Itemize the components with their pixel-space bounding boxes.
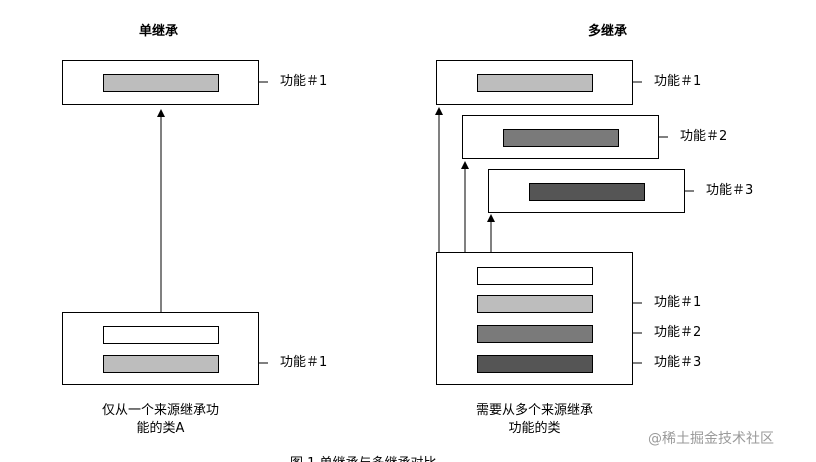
multi-child-label-3: 功能＃3 bbox=[654, 355, 702, 370]
single-inheritance-title: 单继承 bbox=[139, 24, 179, 39]
inherited-feature-3-bar bbox=[477, 355, 593, 373]
multi-child-label-2: 功能＃2 bbox=[654, 325, 702, 340]
watermark: @稀土掘金技术社区 bbox=[648, 431, 774, 447]
multi-child-class-box bbox=[436, 252, 633, 385]
multi-child-label-1: 功能＃1 bbox=[654, 295, 702, 310]
multi-caption: 需要从多个来源继承 功能的类 bbox=[475, 403, 593, 436]
multi-parent-1-box bbox=[436, 60, 633, 105]
feature-3-bar bbox=[529, 183, 645, 201]
inherited-feature-1-bar bbox=[103, 355, 219, 373]
single-parent-class-box bbox=[62, 60, 259, 105]
multi-parent-3-box bbox=[488, 169, 685, 213]
own-feature-bar bbox=[103, 326, 219, 344]
figure-caption: 图 1 单继承与多继承对比 bbox=[290, 452, 437, 462]
multi-parent-2-box bbox=[462, 115, 659, 159]
own-feature-bar bbox=[477, 267, 593, 285]
feature-2-bar bbox=[503, 129, 619, 147]
single-child-feature-label: 功能＃1 bbox=[280, 355, 328, 370]
single-child-class-box bbox=[62, 312, 259, 385]
feature-1-bar bbox=[477, 74, 593, 92]
feature-1-bar bbox=[103, 74, 219, 92]
multi-parent-1-label: 功能＃1 bbox=[654, 74, 702, 89]
single-parent-feature-label: 功能＃1 bbox=[280, 74, 328, 89]
inherited-feature-2-bar bbox=[477, 325, 593, 343]
multi-inheritance-title: 多继承 bbox=[588, 24, 628, 39]
multi-parent-2-label: 功能＃2 bbox=[680, 129, 728, 144]
single-caption: 仅从一个来源继承功 能的类A bbox=[101, 403, 219, 436]
multi-parent-3-label: 功能＃3 bbox=[706, 183, 754, 198]
inherited-feature-1-bar bbox=[477, 295, 593, 313]
